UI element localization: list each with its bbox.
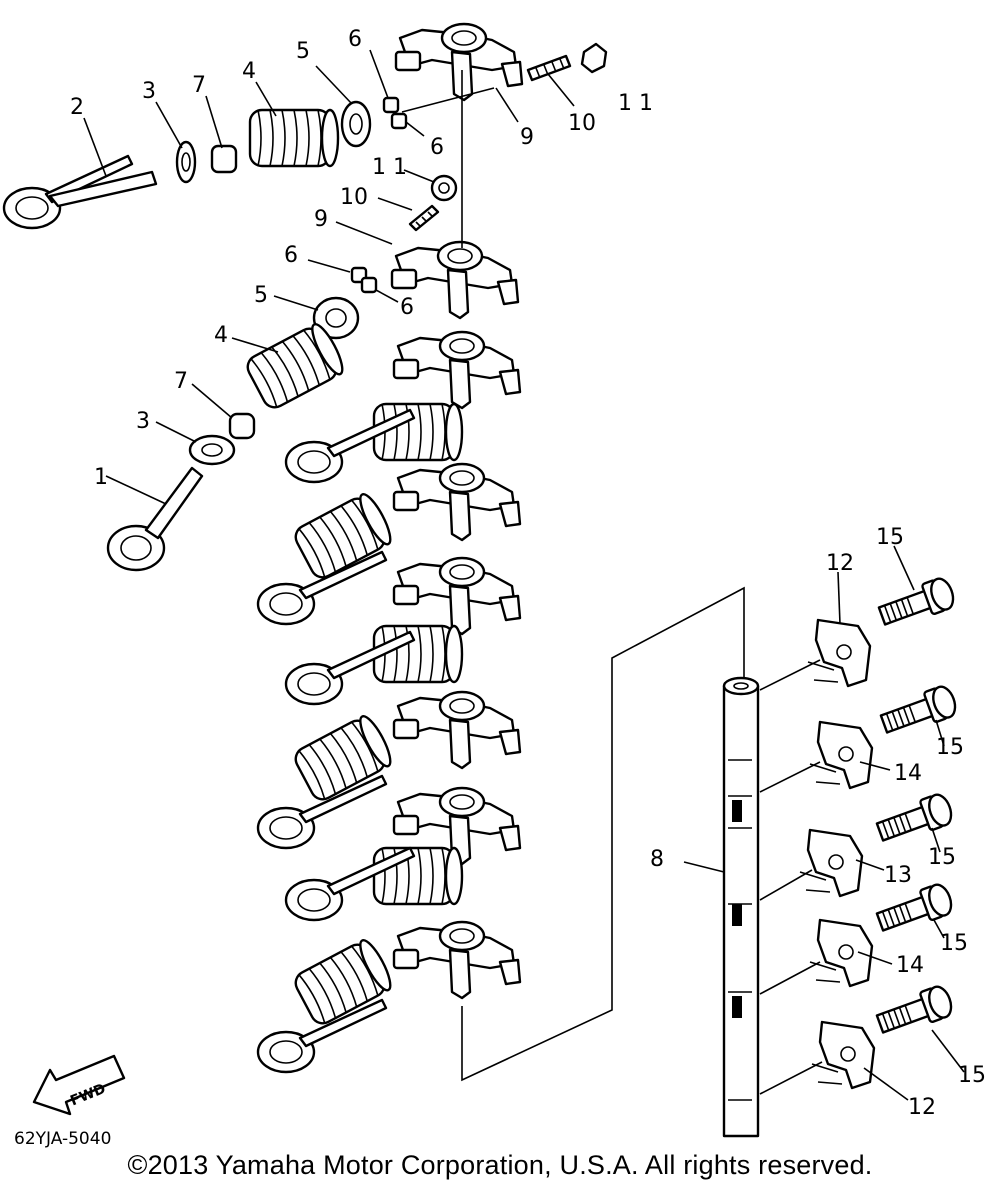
valve-seal-upper — [210, 144, 238, 174]
callout-15-bottom: 15 — [958, 1063, 986, 1088]
bolt-bottom — [873, 982, 957, 1041]
shaft-bracket-top — [806, 618, 872, 688]
valve-spring-sixth — [290, 711, 397, 805]
callout-6-upper-b: 6 — [430, 135, 444, 160]
shaft-bracket-second — [808, 720, 874, 790]
callout-11-upper: 1 1 — [618, 91, 653, 116]
callout-8: 8 — [650, 847, 664, 872]
callout-5-mid: 5 — [254, 283, 268, 308]
locknut-mid — [430, 174, 458, 202]
rocker-shaft-assembly — [461, 574, 961, 1138]
valve-cotter-mid-b — [360, 276, 378, 294]
valve-upper-stem — [48, 170, 158, 208]
copyright-notice: ©2013 Yamaha Motor Corporation, U.S.A. A… — [127, 1150, 873, 1180]
callout-labels: 2 3 7 4 5 6 6 9 10 1 1 1 1 10 9 6 6 5 4 … — [70, 27, 986, 1120]
callout-4-mid: 4 — [214, 323, 228, 348]
rocker-arm-top — [394, 22, 524, 102]
callout-14-lower: 14 — [896, 953, 924, 978]
rocker-arm-eighth — [392, 920, 522, 1000]
washer-upper — [175, 140, 197, 184]
callout-15-middle: 15 — [928, 845, 956, 870]
rocker-arm-third — [392, 330, 522, 410]
rocker-arm-fifth — [392, 556, 522, 636]
callout-15-fourth: 15 — [940, 931, 968, 956]
callout-6-mid-b: 6 — [400, 295, 414, 320]
valve-assembly-repeated — [256, 330, 522, 1074]
callout-9-mid: 9 — [314, 207, 328, 232]
callout-6-upper-a: 6 — [348, 27, 362, 52]
leader-lines — [83, 49, 965, 1101]
locknut-top — [580, 42, 608, 74]
callout-9-upper: 9 — [520, 125, 534, 150]
callout-15-second: 15 — [936, 735, 964, 760]
callout-3-mid: 3 — [136, 409, 150, 434]
washer-mid — [188, 434, 236, 466]
shaft-bracket-bottom — [810, 1020, 876, 1090]
bolt-middle — [873, 790, 957, 849]
valve-cotter-upper-a — [382, 96, 400, 114]
callout-5-upper: 5 — [296, 39, 310, 64]
callout-14-upper: 14 — [894, 761, 922, 786]
bolt-second — [877, 682, 961, 741]
callout-7-upper: 7 — [192, 73, 206, 98]
callout-3-upper: 3 — [142, 79, 156, 104]
shaft-bracket-middle — [798, 828, 864, 898]
valve-assembly-upper — [2, 22, 608, 572]
valve-cotter-upper-b — [390, 112, 408, 130]
callout-10-mid: 10 — [340, 185, 368, 210]
rocker-arm-fourth — [392, 462, 522, 542]
valve-spring-eighth — [290, 935, 397, 1029]
spring-retainer-mid — [312, 296, 360, 340]
valve-spring-upper — [248, 108, 340, 168]
fwd-arrow: FWD — [32, 1054, 126, 1116]
callout-15-top: 15 — [876, 525, 904, 550]
callout-13: 13 — [884, 863, 912, 888]
rocker-arm-sixth — [392, 690, 522, 770]
diagram-reference-code: 62YJA-5040 — [14, 1129, 111, 1149]
valve-seal-mid — [228, 412, 256, 440]
valve-spring-fourth — [290, 489, 397, 583]
callout-1: 1 — [94, 465, 108, 490]
callout-6-mid-a: 6 — [284, 243, 298, 268]
callout-11-mid: 1 1 — [372, 155, 407, 180]
callout-2: 2 — [70, 95, 84, 120]
spring-retainer-upper — [340, 100, 372, 148]
valve-spring-seventh — [372, 846, 464, 906]
callout-4-upper: 4 — [242, 59, 256, 84]
callout-12-bottom: 12 — [908, 1095, 936, 1120]
bolt-top — [875, 574, 959, 633]
callout-12-top: 12 — [826, 551, 854, 576]
bolt-fourth — [873, 880, 957, 939]
callout-10-upper: 10 — [568, 111, 596, 136]
callout-7-mid: 7 — [174, 369, 188, 394]
